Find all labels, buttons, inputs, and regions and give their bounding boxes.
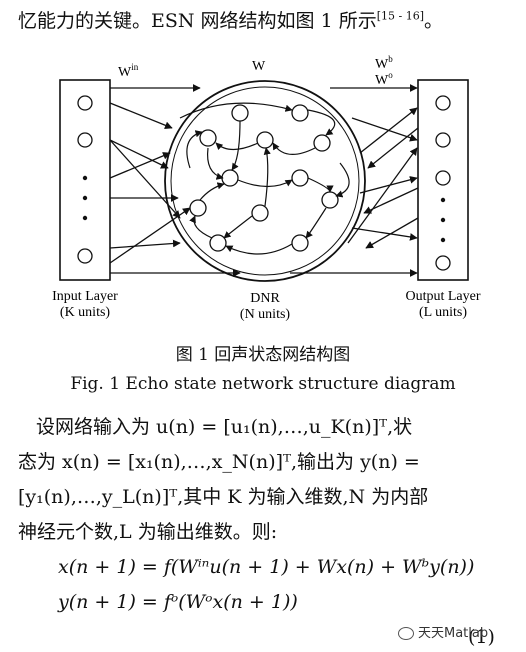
- reservoir-nodes: [189, 104, 339, 252]
- body-line-3: [y₁(n),…,y_L(n)]ᵀ,其中 K 为输入维数,N 为内部: [18, 486, 429, 508]
- intro-text: 忆能力的关键。ESN 网络结构如图 1 所示[15 - 16]。: [18, 6, 443, 33]
- output-units-label: (L units): [419, 305, 467, 320]
- output-nodes: [435, 95, 451, 271]
- input-nodes: [77, 95, 93, 264]
- body-line-4: 神经元个数,L 为输出维数。则:: [18, 521, 278, 543]
- feedback-arrows: [363, 127, 419, 249]
- input-layer-label: Input Layer: [52, 289, 118, 304]
- reservoir-to-output-arrows: [290, 84, 418, 277]
- body-line-2: 态为 x(n) = [x₁(n),…,x_N(n)]ᵀ,输出为 y(n) =: [18, 451, 420, 473]
- wo-label: Wo: [375, 70, 393, 88]
- recurrent-connections: [179, 102, 350, 255]
- dnr-units-label: (N units): [240, 307, 291, 322]
- watermark-text: 天天Matlab: [418, 626, 489, 641]
- input-to-reservoir-arrows: [109, 84, 241, 277]
- intro-sentence: 忆能力的关键。ESN 网络结构如图 1 所示: [18, 10, 377, 32]
- input-layer-box: [59, 79, 111, 281]
- equation-state: x(n + 1) = f(Wⁱⁿu(n + 1) + Wx(n) + Wᵇy(n…: [58, 556, 475, 578]
- w-label: W: [252, 59, 266, 74]
- reservoir-circle: [164, 80, 366, 282]
- output-layer-label: Output Layer: [405, 289, 480, 304]
- intro-end: 。: [424, 10, 444, 32]
- watermark: 天天Matlab: [398, 622, 488, 641]
- wb-label: Wb: [375, 54, 393, 72]
- win-label: Win: [118, 62, 139, 80]
- caption-chinese: 图 1 回声状态网结构图: [175, 345, 351, 365]
- esn-structure-diagram: Win W Wb Wo Input Layer (K units) DNR (N…: [52, 54, 481, 322]
- input-units-label: (K units): [60, 305, 111, 320]
- citation: [15 - 16]: [376, 9, 425, 23]
- body-line-1: 设网络输入为 u(n) = [u₁(n),…,u_K(n)]ᵀ,状: [36, 416, 413, 438]
- output-layer-box: [417, 79, 469, 281]
- equation-number: (1): [468, 626, 495, 648]
- caption-english: Fig. 1 Echo state network structure diag…: [70, 374, 456, 394]
- reservoir-inner-ring: [170, 86, 360, 276]
- dnr-label: DNR: [250, 291, 280, 306]
- equation-output: y(n + 1) = fᵒ(Wᵒx(n + 1)): [58, 591, 298, 613]
- wechat-icon: [398, 627, 414, 640]
